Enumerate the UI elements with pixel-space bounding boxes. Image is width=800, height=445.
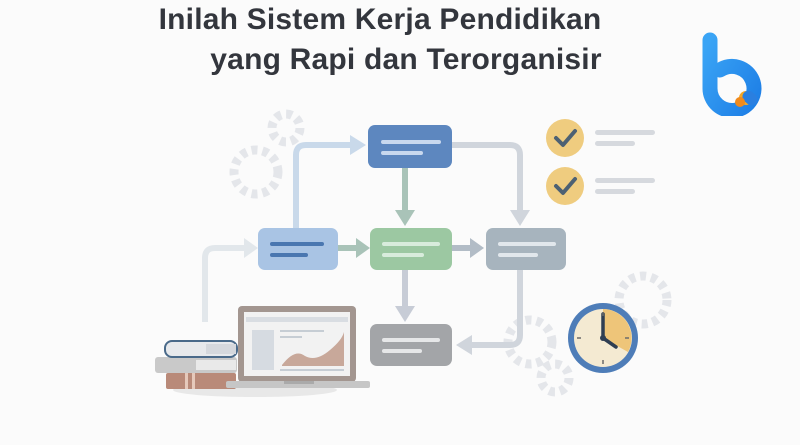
node-top <box>368 125 452 168</box>
check-icon <box>546 167 655 205</box>
brand-b-logo-icon <box>702 32 762 116</box>
node-middle <box>370 228 452 270</box>
title-line-2: yang Rapi dan Terorganisir <box>210 43 602 76</box>
title-line-1: Inilah Sistem Kerja Pendidikan <box>158 3 602 36</box>
laptop-icon <box>226 306 370 388</box>
node-right <box>486 228 566 270</box>
clock-icon <box>568 303 638 373</box>
books-icon <box>155 340 238 389</box>
node-bottom <box>370 324 452 366</box>
check-icon <box>546 119 655 157</box>
node-start <box>258 228 338 270</box>
